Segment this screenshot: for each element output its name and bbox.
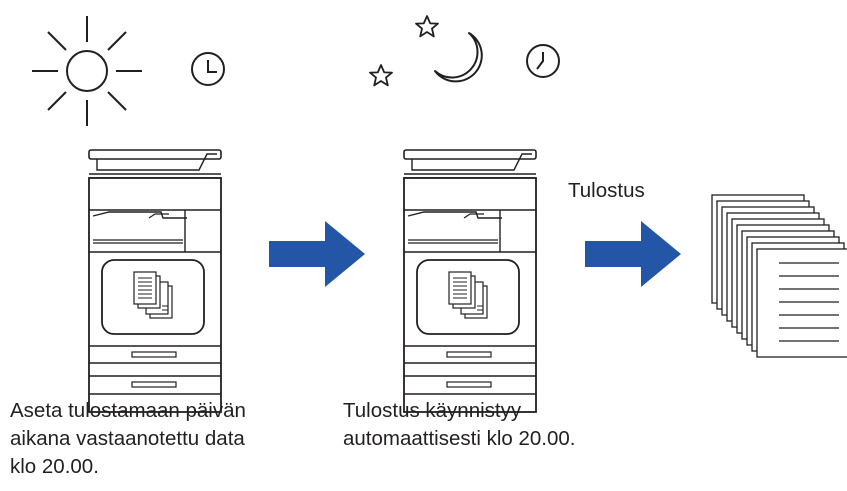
arrow-label: Tulostus — [568, 179, 645, 202]
moon-icon — [434, 32, 483, 83]
caption-line: Tulostus käynnistyy — [343, 399, 522, 422]
caption-auto-print: Tulostus käynnistyy automaattisesti klo … — [343, 397, 575, 453]
printer-icon — [88, 149, 222, 413]
star-icon — [369, 64, 393, 87]
caption-line: aikana vastaanotettu data — [10, 427, 245, 450]
sun-icon — [32, 16, 142, 126]
printer-icon — [403, 149, 537, 413]
arrow-icon — [269, 221, 365, 287]
caption-line: klo 20.00. — [10, 455, 99, 478]
paper-stack-icon — [711, 194, 847, 358]
clock-icon — [526, 44, 560, 78]
star-icon — [415, 15, 439, 38]
caption-scheduled-print: Aseta tulostamaan päivän aikana vastaano… — [10, 397, 246, 481]
clock-icon — [191, 52, 225, 86]
caption-line: automaattisesti klo 20.00. — [343, 427, 576, 450]
caption-line: Aseta tulostamaan päivän — [10, 399, 246, 422]
arrow-icon — [585, 221, 681, 287]
